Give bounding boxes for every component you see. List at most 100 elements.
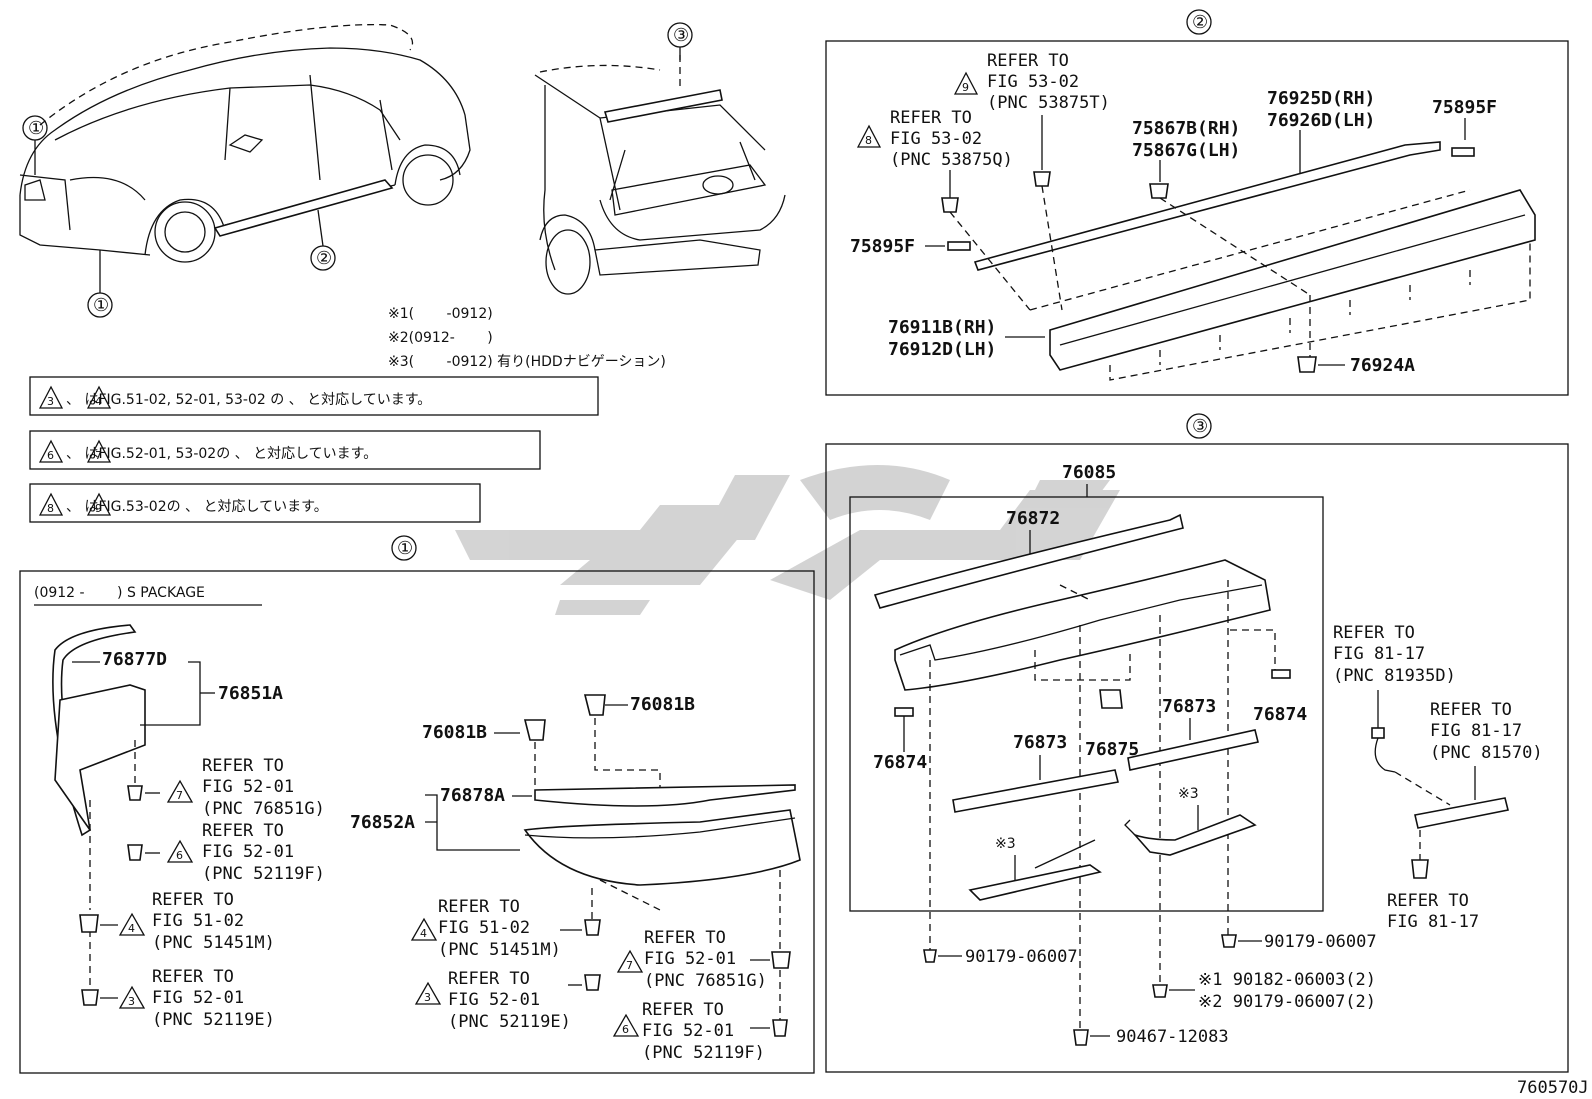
svg-text:76924A: 76924A (1350, 355, 1415, 376)
svg-text:FIG 53-02: FIG 53-02 (987, 72, 1079, 92)
svg-text:8: 8 (865, 134, 872, 147)
svg-text:7: 7 (95, 449, 102, 462)
svg-text:REFER TO: REFER TO (438, 897, 520, 917)
svg-text:REFER TO: REFER TO (1430, 700, 1512, 720)
svg-text:FIG 52-01: FIG 52-01 (644, 949, 736, 969)
note-2: ※2(0912- ) (388, 330, 493, 346)
svg-text:、 はFIG.51-02, 52-01, 53-02: 、 はFIG.51-02, 52-01, 53-02 の 、 と対応しています。 (66, 392, 431, 408)
svg-text:76874: 76874 (873, 752, 927, 773)
svg-text:、 はFIG.53-02の 、 と対応して: 、 はFIG.53-02の 、 と対応しています。 (66, 499, 328, 515)
svg-text:、 はFIG.52-01, 53-02の 、: 、 はFIG.52-01, 53-02の 、 と対応しています。 (66, 446, 377, 462)
svg-text:76877D: 76877D (102, 649, 167, 670)
svg-text:3: 3 (424, 991, 431, 1004)
svg-text:6: 6 (176, 849, 183, 862)
svg-text:76911B(RH): 76911B(RH) (888, 317, 996, 338)
svg-text:76873: 76873 (1162, 696, 1216, 717)
car-front-view-illustration (19, 23, 471, 263)
svg-text:FIG 51-02: FIG 51-02 (438, 918, 530, 938)
svg-text:③: ③ (673, 25, 689, 46)
svg-text:75867G(LH): 75867G(LH) (1132, 140, 1240, 161)
svg-text:REFER TO: REFER TO (1387, 891, 1469, 911)
svg-text:76925D(RH): 76925D(RH) (1267, 88, 1375, 109)
svg-text:REFER TO: REFER TO (642, 1000, 724, 1020)
svg-text:(PNC 53875T): (PNC 53875T) (987, 93, 1110, 113)
svg-text:REFER TO: REFER TO (1333, 623, 1415, 643)
svg-text:FIG 81-17: FIG 81-17 (1430, 721, 1522, 741)
svg-text:6: 6 (622, 1023, 629, 1036)
svg-text:(PNC 52119F): (PNC 52119F) (642, 1043, 765, 1063)
svg-text:FIG 52-01: FIG 52-01 (448, 990, 540, 1010)
svg-text:(PNC 81935D): (PNC 81935D) (1333, 666, 1456, 686)
svg-text:76081B: 76081B (630, 694, 695, 715)
svg-text:9: 9 (962, 81, 969, 94)
svg-text:①: ① (28, 118, 44, 139)
callout-top: ① ① ② ③ (22, 22, 693, 318)
svg-text:FIG 52-01: FIG 52-01 (202, 777, 294, 797)
svg-text:76873: 76873 (1013, 732, 1067, 753)
svg-text:4: 4 (95, 395, 102, 408)
svg-text:76852A: 76852A (350, 812, 415, 833)
svg-text:75895F: 75895F (850, 236, 915, 257)
svg-text:②: ② (316, 248, 332, 269)
svg-text:(PNC 52119F): (PNC 52119F) (202, 864, 325, 884)
svg-text:76878A: 76878A (440, 785, 505, 806)
svg-text:(PNC 76851G): (PNC 76851G) (644, 971, 767, 991)
svg-text:3: 3 (128, 995, 135, 1008)
svg-text:7: 7 (176, 789, 183, 802)
svg-text:90179-06007: 90179-06007 (965, 947, 1078, 967)
svg-text:(PNC 52119E): (PNC 52119E) (448, 1012, 571, 1032)
svg-text:REFER TO: REFER TO (987, 51, 1069, 71)
panel-2-side-skirt: ② 9 REFER TO FIG 53-02 (PNC 53875T) 8 RE… (825, 9, 1569, 396)
svg-text:①: ① (397, 538, 413, 559)
svg-text:REFER TO: REFER TO (448, 969, 530, 989)
svg-text:76851A: 76851A (218, 683, 283, 704)
svg-text:8: 8 (47, 502, 54, 515)
svg-text:76926D(LH): 76926D(LH) (1267, 110, 1375, 131)
svg-text:FIG 53-02: FIG 53-02 (890, 129, 982, 149)
svg-text:4: 4 (420, 927, 427, 940)
svg-text:FIG 52-01: FIG 52-01 (202, 842, 294, 862)
svg-text:※1 90182-06003(2): ※1 90182-06003(2) (1198, 970, 1376, 990)
note-1: ※1( -0912) (388, 306, 493, 322)
svg-text:FIG 81-17: FIG 81-17 (1387, 912, 1479, 932)
svg-text:(PNC 53875Q): (PNC 53875Q) (890, 150, 1013, 170)
svg-text:76912D(LH): 76912D(LH) (888, 339, 996, 360)
svg-text:※3: ※3 (1178, 786, 1199, 802)
legend-box-3: 8 9 、 はFIG.53-02の 、 と対応しています。 (29, 483, 481, 523)
svg-text:③: ③ (1192, 416, 1208, 437)
package-header: (0912 - ) S PACKAGE (34, 585, 205, 601)
svg-text:76872: 76872 (1006, 508, 1060, 529)
svg-text:REFER TO: REFER TO (644, 928, 726, 948)
svg-text:FIG 81-17: FIG 81-17 (1333, 644, 1425, 664)
svg-text:②: ② (1192, 12, 1208, 33)
svg-text:FIG 51-02: FIG 51-02 (152, 911, 244, 931)
note-3: ※3( -0912) 有り(HDDナビゲーション) (388, 354, 666, 370)
svg-text:FIG 52-01: FIG 52-01 (642, 1021, 734, 1041)
svg-text:REFER TO: REFER TO (202, 821, 284, 841)
svg-text:REFER TO: REFER TO (202, 756, 284, 776)
svg-text:76085: 76085 (1062, 462, 1116, 483)
diagram-id: 760570J (1517, 1078, 1589, 1098)
svg-text:(PNC 51451M): (PNC 51451M) (438, 940, 561, 960)
car-rear-view-illustration (534, 55, 786, 295)
svg-text:90467-12083: 90467-12083 (1116, 1027, 1229, 1047)
svg-text:①: ① (93, 295, 109, 316)
svg-text:3: 3 (47, 395, 54, 408)
svg-text:※3: ※3 (995, 836, 1016, 852)
svg-text:76874: 76874 (1253, 704, 1307, 725)
svg-text:(PNC 52119E): (PNC 52119E) (152, 1010, 275, 1030)
svg-text:REFER TO: REFER TO (890, 108, 972, 128)
svg-text:9: 9 (95, 502, 102, 515)
svg-text:(PNC 81570): (PNC 81570) (1430, 743, 1543, 763)
legend-box-2: 6 7 、 はFIG.52-01, 53-02の 、 と対応しています。 (29, 430, 541, 470)
svg-text:75895F: 75895F (1432, 97, 1497, 118)
svg-text:7: 7 (626, 959, 633, 972)
svg-text:4: 4 (128, 922, 135, 935)
svg-text:(PNC 76851G): (PNC 76851G) (202, 799, 325, 819)
svg-text:76875: 76875 (1085, 739, 1139, 760)
svg-text:FIG 52-01: FIG 52-01 (152, 988, 244, 1008)
svg-text:REFER TO: REFER TO (152, 967, 234, 987)
svg-text:90179-06007: 90179-06007 (1264, 932, 1377, 952)
svg-text:(PNC 51451M): (PNC 51451M) (152, 933, 275, 953)
